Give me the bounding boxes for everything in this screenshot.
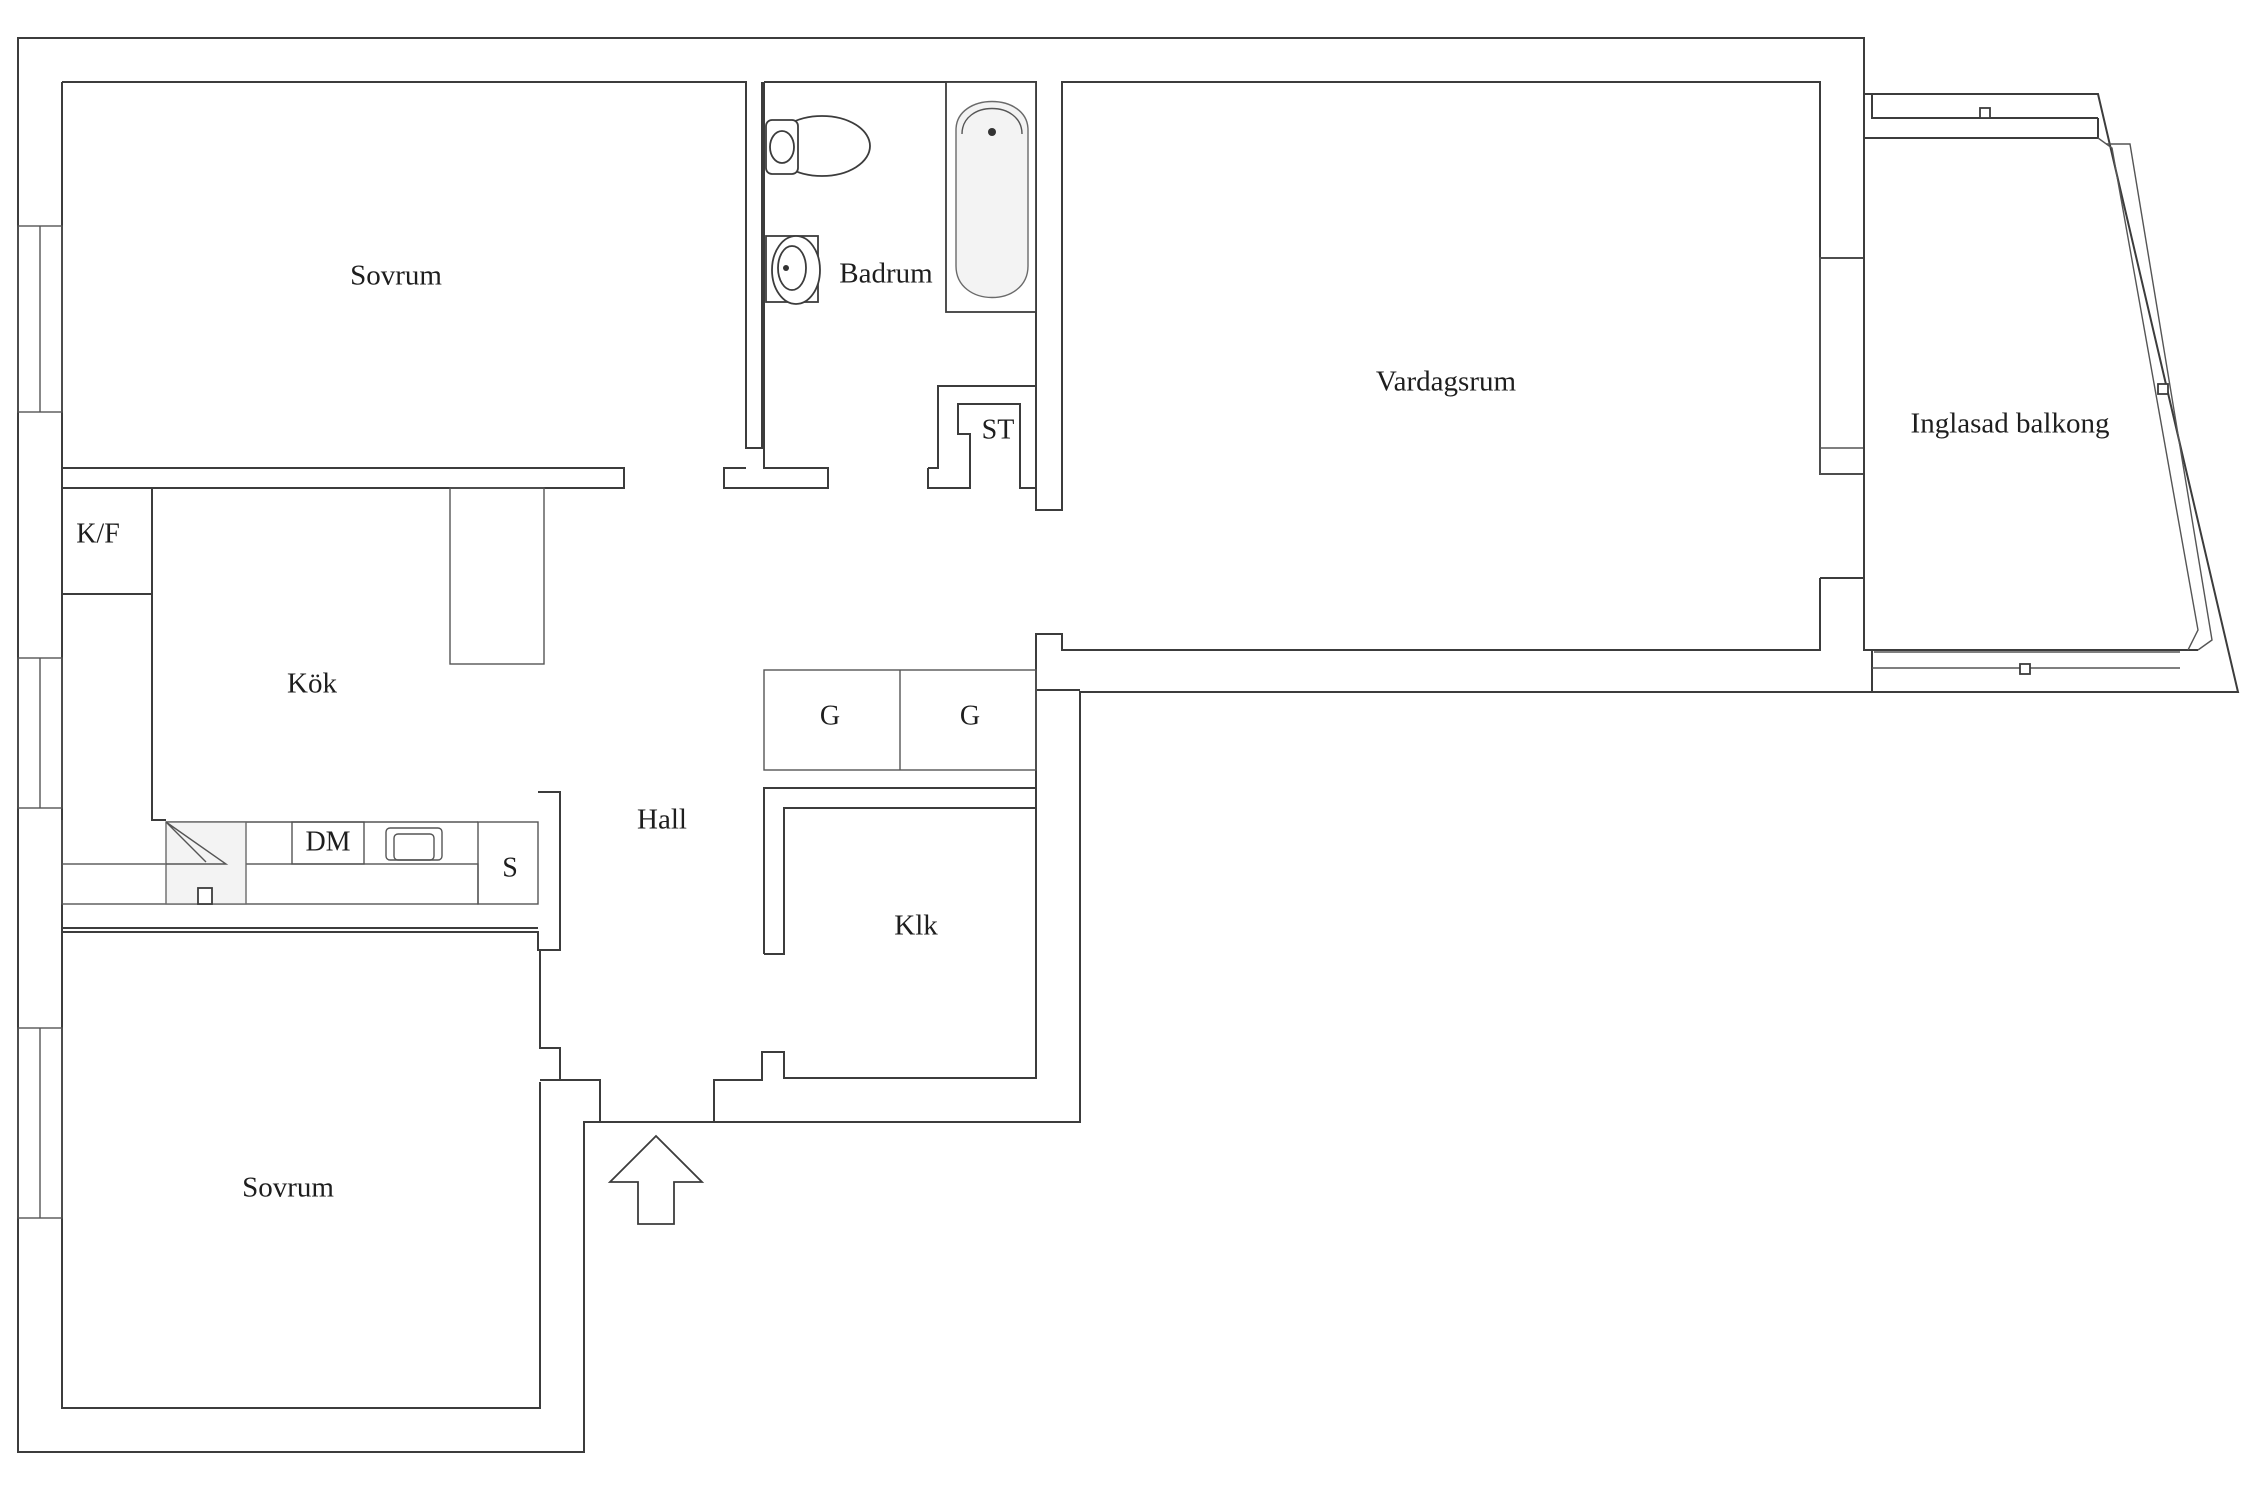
room-label-balkong: Inglasad balkong xyxy=(1911,408,2110,440)
livingroom-walls xyxy=(1035,82,1865,690)
room-label-s: S xyxy=(502,852,518,883)
wardrobes xyxy=(763,669,1037,771)
room-label-vardagsrum: Vardagsrum xyxy=(1376,366,1517,398)
kitchen-walls xyxy=(61,487,561,951)
bathroom-walls xyxy=(723,81,1864,511)
room-label-st: ST xyxy=(982,414,1015,445)
west-windows xyxy=(17,225,63,1219)
room-label-klk: Klk xyxy=(894,910,938,942)
toilet-icon xyxy=(765,115,871,177)
room-label-kok: Kök xyxy=(287,668,337,700)
bathtub-icon xyxy=(945,81,1037,313)
balcony-glazing xyxy=(1863,94,2213,692)
entrance-arrow-icon xyxy=(607,1134,705,1225)
closet-walls xyxy=(763,787,1037,1078)
room-label-sovrum-top: Sovrum xyxy=(350,260,442,292)
bedroom-bottom-walls xyxy=(61,927,561,1080)
washbasin-icon xyxy=(765,235,821,305)
room-label-badrum: Badrum xyxy=(839,258,933,290)
room-label-g1: G xyxy=(820,700,840,731)
bedroom-top-walls xyxy=(61,81,763,820)
room-label-hall: Hall xyxy=(637,804,687,836)
room-label-g2: G xyxy=(960,700,980,731)
room-label-sovrum-bottom: Sovrum xyxy=(242,1172,334,1204)
room-label-kf: K/F xyxy=(76,518,120,549)
exterior-walls xyxy=(17,37,2240,1453)
room-label-dm: DM xyxy=(305,826,350,857)
